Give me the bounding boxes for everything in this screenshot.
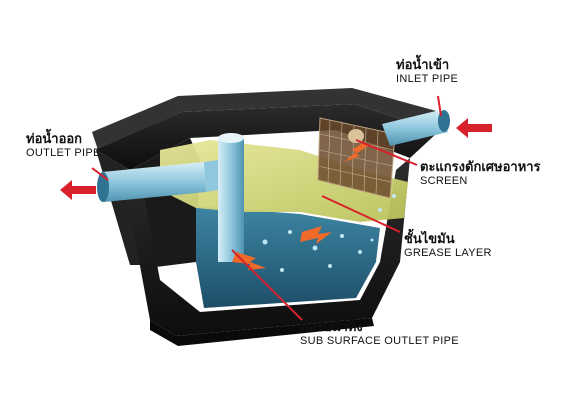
inlet-label-english: INLET PIPE — [396, 72, 459, 85]
screen-label-thai: ตะแกรงดักเศษอาหาร — [420, 159, 541, 174]
sub-surface-outlet-label-thai: ท่อรับน้ำทิ้ง — [300, 319, 363, 334]
leader-lines — [91, 95, 442, 321]
inlet-flow-arrow — [456, 118, 492, 138]
sub-surface-outlet-label: ท่อรับน้ำทิ้ง SUB SURFACE OUTLET PIPE — [300, 319, 459, 348]
grease-layer-label-thai: ชั้นไขมัน — [404, 231, 455, 246]
external-arrows — [60, 118, 492, 200]
sub-surface-outlet-label-english: SUB SURFACE OUTLET PIPE — [300, 334, 459, 347]
inlet-label-thai: ท่อน้ำเข้า — [396, 57, 450, 72]
outlet-label-english: OUTLET PIPE — [26, 146, 101, 159]
inlet-label: ท่อน้ำเข้า INLET PIPE — [396, 57, 459, 86]
screen-label-english: SCREEN — [420, 174, 468, 187]
tank-rim — [92, 88, 440, 170]
outlet-label-thai: ท่อน้ำออก — [26, 131, 83, 146]
outlet-label: ท่อน้ำออก OUTLET PIPE — [26, 131, 101, 160]
grease-layer-label-english: GREASE LAYER — [404, 246, 492, 259]
water-bubbles — [262, 194, 396, 272]
flow-arrows — [232, 142, 368, 270]
screen-label: ตะแกรงดักเศษอาหาร SCREEN — [420, 159, 541, 188]
grease-layer-label: ชั้นไขมัน GREASE LAYER — [404, 231, 492, 260]
outlet-pipe-shape — [97, 133, 244, 262]
outlet-flow-arrow — [60, 180, 96, 200]
